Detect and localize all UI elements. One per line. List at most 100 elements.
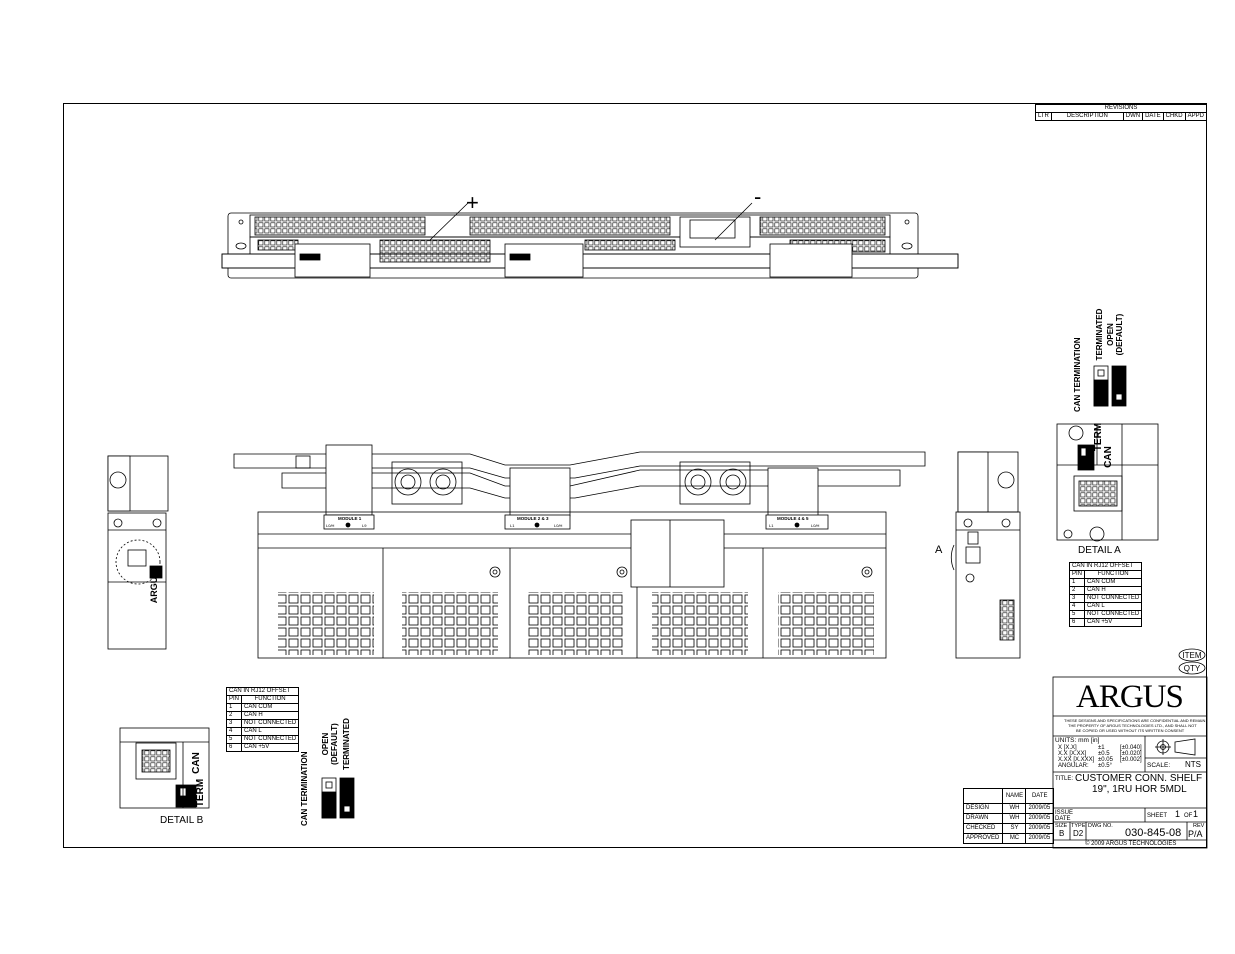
can-table-header-function: FUNCTION <box>241 695 300 704</box>
minus-terminal-label: - <box>754 184 761 209</box>
can-function: NOT CONNECTED <box>1084 610 1143 619</box>
can-pin: 5 <box>225 735 243 744</box>
vent-grid-5 <box>778 592 874 655</box>
confidential-line-3: BE COPIED OR USED WITHOUT ITS WRITTEN CO… <box>1076 728 1185 733</box>
scale-value: NTS <box>1185 760 1201 769</box>
right-side-view <box>950 451 1021 659</box>
revisions-table: REVISIONS LTR DESCRIPTION DWN DATE CHKD … <box>1035 104 1208 121</box>
qty-label: QTY <box>1184 664 1201 673</box>
open-default-label-right: (DEFAULT) <box>1115 313 1124 356</box>
terminated-label-right: TERMINATED <box>1095 308 1104 361</box>
module-2-left: L1 <box>510 523 515 528</box>
can-pin: 2 <box>1068 586 1086 595</box>
open-label-left: OPEN <box>321 732 330 756</box>
sheet-number: 1 <box>1175 809 1181 819</box>
scale-label: SCALE: <box>1147 762 1171 769</box>
approval-name: WH <box>1002 803 1027 814</box>
tol-row-4-value: ±0.5° <box>1098 763 1113 769</box>
approval-date: 2009/05 <box>1025 813 1054 824</box>
top-view <box>221 202 959 279</box>
can-pin: 5 <box>1068 610 1086 619</box>
vent-grid-1 <box>278 592 374 655</box>
issue-label: ISSUE <box>1055 810 1074 816</box>
dwg-number: 030-845-08 <box>1125 827 1182 839</box>
approval-role: APPROVED <box>962 833 1004 844</box>
drawing-title-line-2: 19", 1RU HOR 5MDL <box>1092 784 1187 795</box>
detail-b-term: TERM <box>195 778 206 808</box>
tol-row-2-in: [±0.020] <box>1120 751 1142 757</box>
plus-terminal-label: + <box>466 190 479 215</box>
module-2-right: L0/H <box>554 523 563 528</box>
approvals-header-blank <box>962 788 1004 804</box>
open-default-label-left: (DEFAULT) <box>330 723 339 765</box>
module-3-left: L1 <box>769 523 774 528</box>
can-pin: 2 <box>225 711 243 720</box>
detail-b-can: CAN <box>191 752 202 774</box>
sheet-total: 1 <box>1193 809 1199 819</box>
rev-header-dwn: DWN <box>1122 112 1144 121</box>
can-termination-label-right: CAN TERMINATION <box>1073 337 1082 412</box>
tol-row-1-in: [±0.040] <box>1120 745 1142 751</box>
title-block-frame <box>1052 676 1208 849</box>
approval-name: SY <box>1002 823 1027 834</box>
size-label: SIZE <box>1055 823 1068 829</box>
module-3-title: MODULE 4 & 5 <box>777 516 809 521</box>
can-function: CAN COM <box>1084 578 1143 587</box>
can-table-header-pin: PIN <box>225 695 243 704</box>
approval-role: DRAWN <box>962 813 1004 824</box>
tol-row-1-mm: ±1 <box>1098 745 1105 751</box>
can-pin: 6 <box>1068 618 1086 627</box>
detail-a-label: DETAIL A <box>1078 545 1121 556</box>
can-function: CAN +5V <box>241 743 300 752</box>
detail-b-label: DETAIL B <box>160 815 204 826</box>
approval-name: WH <box>1002 813 1027 824</box>
tol-row-3-in: [±0.002] <box>1120 757 1142 763</box>
dwg-label: DWG NO. <box>1088 823 1113 829</box>
title-label: TITLE: <box>1055 776 1074 782</box>
tol-row-2-label: X.X [X.XX] <box>1058 751 1087 757</box>
switch-diagram-right <box>1093 365 1127 407</box>
can-table-right-title: CAN IN RJ12 OFFSET <box>1068 562 1143 571</box>
date-label: DATE <box>1055 816 1071 822</box>
argus-logo: ARGUS <box>1076 679 1184 715</box>
open-label-right: OPEN <box>1106 323 1115 346</box>
can-function: NOT CONNECTED <box>1084 594 1143 603</box>
can-termination-label-left: CAN TERMINATION <box>300 751 309 826</box>
can-function: CAN H <box>241 711 300 720</box>
can-pin: 3 <box>225 719 243 728</box>
side-view-brand: ARGUS <box>149 570 159 604</box>
terminated-label-left: TERMINATED <box>342 718 351 770</box>
of-label: OF <box>1184 813 1193 819</box>
rev-header-appd: APPD <box>1184 112 1208 121</box>
can-function: NOT CONNECTED <box>241 719 300 728</box>
tol-row-4-label: ANGULAR: <box>1058 763 1089 769</box>
rev-value: P/A <box>1188 829 1203 839</box>
vent-grid-4 <box>652 592 748 655</box>
drawing-title-line-1: CUSTOMER CONN. SHELF <box>1075 773 1203 784</box>
switch-diagram-left <box>321 777 355 819</box>
approval-role: CHECKED <box>962 823 1004 834</box>
approvals-header-date: DATE <box>1025 788 1054 804</box>
module-1-left: L0/H <box>326 523 335 528</box>
can-pin: 4 <box>225 727 243 736</box>
size-value: B <box>1059 829 1065 838</box>
vent-grid-3 <box>528 592 624 655</box>
can-function: CAN H <box>1084 586 1143 595</box>
tol-row-3-label: X.XX [X.XXX] <box>1058 757 1095 763</box>
units-label: UNITS: mm [in] <box>1055 737 1100 744</box>
can-function: NOT CONNECTED <box>241 735 300 744</box>
sheet-label: SHEET <box>1147 813 1168 819</box>
approval-role: DESIGN <box>962 803 1004 814</box>
item-label: ITEM <box>1182 651 1201 660</box>
can-table-left-title: CAN IN RJ12 OFFSET <box>225 687 300 696</box>
can-pin: 3 <box>1068 594 1086 603</box>
approval-date: 2009/05 <box>1025 803 1054 814</box>
tol-row-1-label: X [X.X] <box>1058 745 1077 751</box>
can-table-header-pin: PIN <box>1068 570 1086 579</box>
front-elevation <box>233 444 926 659</box>
can-pin: 1 <box>1068 578 1086 587</box>
